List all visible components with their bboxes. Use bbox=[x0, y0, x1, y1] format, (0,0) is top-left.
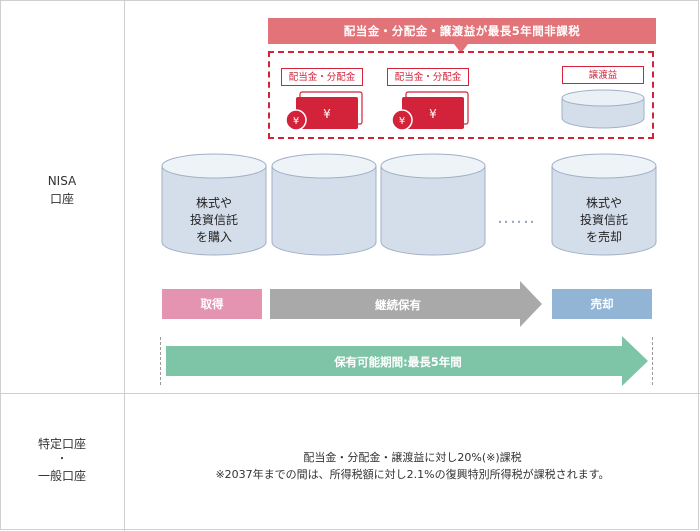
dividend-tag-2: 配当金・分配金 bbox=[387, 68, 469, 86]
banner-pointer bbox=[454, 44, 468, 53]
coin-yen-label-2: ¥ bbox=[399, 116, 405, 127]
cylinder-sell: 株式や 投資信託 を売却 bbox=[551, 153, 657, 256]
holding-period-label: 保有可能期間:最長5年間 bbox=[333, 355, 462, 369]
cylinder-buy-line2: 投資信託 bbox=[190, 212, 238, 227]
row-label-nisa-line1: NISA bbox=[47, 174, 77, 188]
cylinder-hold-2 bbox=[380, 153, 486, 256]
income-dashed-box bbox=[268, 51, 654, 139]
cash-icon-2: ¥ ¥ bbox=[391, 91, 469, 131]
period-start-tick bbox=[160, 337, 161, 385]
cylinder-sell-line3: を売却 bbox=[586, 229, 622, 244]
banknote-yen-label-2: ¥ bbox=[429, 107, 437, 121]
cylinder-sell-line2: 投資信託 bbox=[580, 212, 628, 227]
phase-sell: 売却 bbox=[552, 289, 652, 319]
row-label-nisa-line2: 口座 bbox=[49, 192, 74, 206]
taxable-description-line2: ※2037年までの間は、所得税額に対し2.1%の復興特別所得税が課税されます。 bbox=[215, 468, 610, 481]
cylinder-buy: 株式や 投資信託 を購入 bbox=[161, 153, 267, 256]
table-column-divider bbox=[124, 0, 125, 531]
row-label-taxable-line1: 特定口座 bbox=[37, 437, 86, 451]
cylinder-buy-line3: を購入 bbox=[196, 230, 232, 244]
row-label-taxable: 特定口座 ・ 一般口座 bbox=[0, 435, 124, 485]
taxable-description-line1: 配当金・分配金・譲渡益に対し20%(※)課税 bbox=[303, 451, 522, 464]
coin-yen-label-1: ¥ bbox=[293, 116, 299, 127]
cash-icon-1: ¥ ¥ bbox=[285, 91, 363, 131]
dividend-tag-1: 配当金・分配金 bbox=[281, 68, 363, 86]
cylinder-sell-line1: 株式や bbox=[586, 195, 622, 210]
period-end-tick bbox=[652, 337, 653, 385]
phase-hold-label: 継続保有 bbox=[375, 298, 421, 312]
row-label-nisa: NISA 口座 bbox=[0, 172, 124, 208]
continuation-dots: ‥‥‥ bbox=[497, 207, 537, 228]
cylinder-buy-line1: 株式や bbox=[196, 195, 232, 210]
table-row-divider bbox=[0, 393, 700, 394]
row-label-taxable-line3: 一般口座 bbox=[37, 469, 86, 483]
holding-period-arrow: 保有可能期間:最長5年間 bbox=[166, 336, 648, 386]
capital-gain-tag: 譲渡益 bbox=[562, 66, 644, 84]
tax-exempt-banner: 配当金・分配金・譲渡益が最長5年間非課税 bbox=[268, 18, 656, 44]
banknote-yen-label-1: ¥ bbox=[323, 107, 331, 121]
cylinder-hold-1 bbox=[271, 153, 377, 256]
phase-acquire: 取得 bbox=[162, 289, 262, 319]
capital-gain-disk-icon bbox=[561, 89, 645, 129]
row-label-taxable-line2: ・ bbox=[57, 454, 67, 465]
phase-hold-arrow: 継続保有 bbox=[270, 281, 542, 327]
